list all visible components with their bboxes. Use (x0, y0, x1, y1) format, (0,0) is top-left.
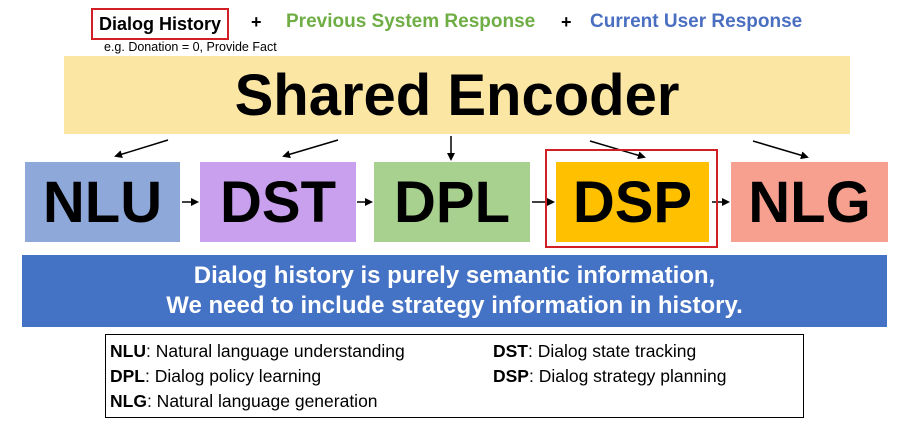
legend-text: : Dialog policy learning (145, 366, 322, 386)
banner-line-2: We need to include strategy information … (166, 292, 743, 319)
legend-item-nlu: NLU: Natural language understanding (110, 341, 405, 362)
message-banner: Dialog history is purely semantic inform… (22, 255, 887, 327)
legend-abbr: DPL (110, 366, 145, 386)
nlu-module-box: NLU (25, 162, 180, 242)
dpl-module-label: DPL (394, 169, 510, 235)
legend-text: : Dialog strategy planning (528, 366, 727, 386)
encoder-to-nlg-arrow (752, 140, 809, 160)
example-note: e.g. Donation = 0, Provide Fact (104, 40, 277, 54)
dsp-module-label: DSP (572, 169, 693, 235)
abbreviation-legend: NLU: Natural language understanding DST:… (105, 334, 804, 418)
dialog-history-label: Dialog History (91, 8, 230, 40)
previous-system-response-label: Previous System Response (286, 11, 536, 32)
nlu-module-label: NLU (42, 169, 163, 235)
encoder-to-dst-arrow (282, 139, 339, 159)
shared-encoder-label: Shared Encoder (234, 62, 680, 128)
dsp-module-box: DSP (556, 162, 709, 242)
encoder-to-nlu-arrow (114, 139, 169, 159)
legend-abbr: DSP (493, 366, 529, 386)
plus-sign-1: + (251, 12, 262, 32)
banner-line-1: Dialog history is purely semantic inform… (193, 262, 716, 289)
dst-module-label: DST (220, 169, 336, 235)
legend-text: : Natural language generation (146, 391, 378, 411)
legend-abbr: NLG (110, 391, 147, 411)
current-user-response-label: Current User Response (590, 11, 803, 32)
shared-encoder-box: Shared Encoder (64, 56, 850, 134)
dst-module-box: DST (200, 162, 356, 242)
legend-text: : Natural language understanding (145, 341, 405, 361)
dsp-highlight-frame (545, 149, 718, 248)
legend-abbr: DST (493, 341, 528, 361)
legend-item-dpl: DPL: Dialog policy learning (110, 366, 321, 387)
dpl-module-box: DPL (374, 162, 530, 242)
legend-item-dsp: DSP: Dialog strategy planning (493, 366, 726, 387)
legend-text: : Dialog state tracking (528, 341, 697, 361)
nlg-module-box: NLG (731, 162, 888, 242)
input-row: Dialog History + Previous System Respons… (0, 6, 900, 40)
legend-item-dst: DST: Dialog state tracking (493, 341, 696, 362)
legend-item-nlg: NLG: Natural language generation (110, 391, 378, 412)
legend-abbr: NLU (110, 341, 146, 361)
plus-sign-2: + (561, 12, 572, 32)
nlg-module-label: NLG (748, 169, 871, 235)
